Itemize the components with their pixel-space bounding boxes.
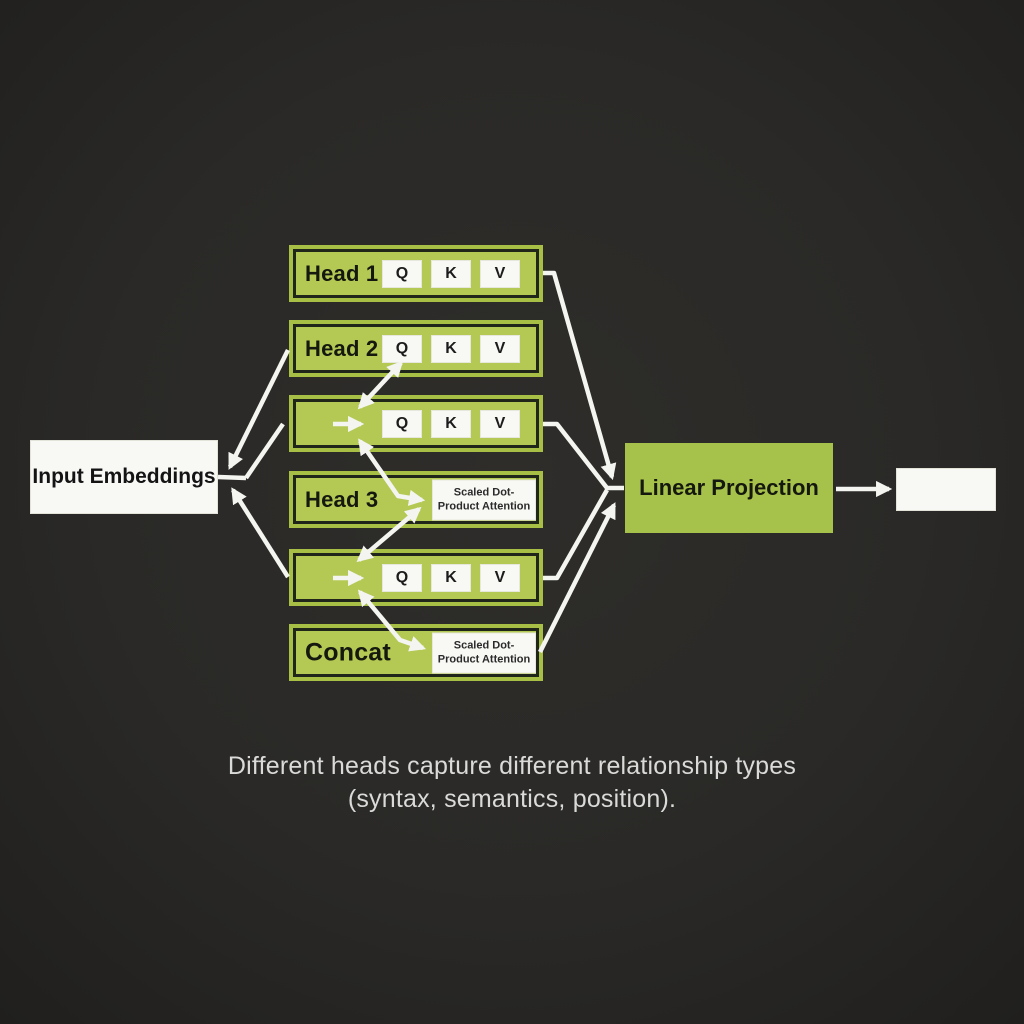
- qkv-row-upper-group: Q K V: [382, 409, 520, 438]
- caption-line2: (syntax, semantics, position).: [347, 785, 677, 813]
- head1-v-cell: V: [480, 259, 520, 288]
- attention-box-lower: Scaled Dot-Product Attention: [432, 632, 536, 673]
- qkv-lower-k-cell: K: [431, 563, 471, 592]
- qkv-upper-q-cell: Q: [382, 409, 422, 438]
- caption: Different heads capture different relati…: [0, 750, 1024, 816]
- head1-label: Head 1: [305, 260, 379, 286]
- linear-projection-node: Linear Projection: [625, 443, 833, 533]
- concat-row: Concat Scaled Dot-Product Attention: [289, 624, 543, 681]
- qkv-row-lower: Q K V: [289, 549, 543, 606]
- qkv-row-lower-inner: Q K V: [293, 553, 539, 602]
- head1-k-cell: K: [431, 259, 471, 288]
- head2-qkv-group: Q K V: [382, 334, 520, 363]
- connector-upperqkv-to-branch: [244, 422, 285, 480]
- head1-qkv-group: Q K V: [382, 259, 520, 288]
- qkv-lower-q-cell: Q: [382, 563, 422, 592]
- input-embeddings-label: Input Embeddings: [32, 465, 216, 488]
- caption-line1: Different heads capture different relati…: [227, 752, 797, 780]
- head3-row: Head 3 Scaled Dot-Product Attention: [289, 471, 543, 528]
- head2-q-cell: Q: [382, 334, 422, 363]
- concat-row-inner: Concat Scaled Dot-Product Attention: [293, 628, 539, 677]
- qkv-row-upper-inner: Q K V: [293, 399, 539, 448]
- connector-head1-to-linear: [543, 270, 617, 481]
- connector-lowerqkv-to-input: [231, 487, 290, 579]
- qkv-upper-k-cell: K: [431, 409, 471, 438]
- head3-label: Head 3: [305, 486, 379, 512]
- connector-head2-to-input: [227, 349, 291, 470]
- output-node: [896, 468, 996, 511]
- connector-input-stub: [217, 474, 247, 481]
- connector-upperqkv-to-linear: [543, 421, 624, 491]
- head3-row-inner: Head 3 Scaled Dot-Product Attention: [293, 475, 539, 524]
- attention-box-upper: Scaled Dot-Product Attention: [432, 479, 536, 520]
- connector-concat-to-linear: [537, 502, 617, 654]
- qkv-upper-v-cell: V: [480, 409, 520, 438]
- input-embeddings-node: Input Embeddings: [30, 440, 218, 514]
- connector-lowerqkv-to-linear: [543, 488, 609, 581]
- linear-projection-label: Linear Projection: [639, 475, 819, 500]
- head2-label: Head 2: [305, 335, 379, 361]
- qkv-lower-v-cell: V: [480, 563, 520, 592]
- head2-row-inner: Head 2 Q K V: [293, 324, 539, 373]
- qkv-row-upper: Q K V: [289, 395, 543, 452]
- head2-row: Head 2 Q K V: [289, 320, 543, 377]
- head1-row-inner: Head 1 Q K V: [293, 249, 539, 298]
- head1-q-cell: Q: [382, 259, 422, 288]
- concat-label: Concat: [305, 638, 391, 666]
- head1-row: Head 1 Q K V: [289, 245, 543, 302]
- head2-v-cell: V: [480, 334, 520, 363]
- head2-k-cell: K: [431, 334, 471, 363]
- qkv-row-lower-group: Q K V: [382, 563, 520, 592]
